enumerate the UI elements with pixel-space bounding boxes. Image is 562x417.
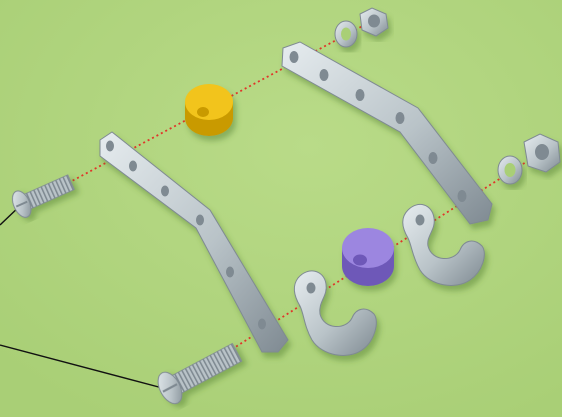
washer-icon: [498, 156, 522, 184]
bracket-hole: [356, 89, 365, 101]
bracket-hole: [458, 190, 467, 202]
spacer-icon: [342, 228, 394, 286]
bracket-hole: [196, 215, 204, 226]
bracket-hole: [129, 161, 137, 172]
bracket-hole: [258, 319, 266, 330]
bracket-hole: [226, 267, 234, 278]
spacer-icon: [185, 84, 233, 136]
hook-hole: [307, 283, 316, 294]
bracket-hole: [106, 141, 114, 152]
bracket-hole: [320, 69, 329, 81]
washer-icon: [335, 21, 357, 47]
bracket-hole: [396, 112, 405, 124]
bracket-hole: [290, 51, 299, 63]
bracket-hole: [161, 186, 169, 197]
bracket-hole: [429, 152, 438, 164]
hook-hole: [416, 215, 425, 226]
